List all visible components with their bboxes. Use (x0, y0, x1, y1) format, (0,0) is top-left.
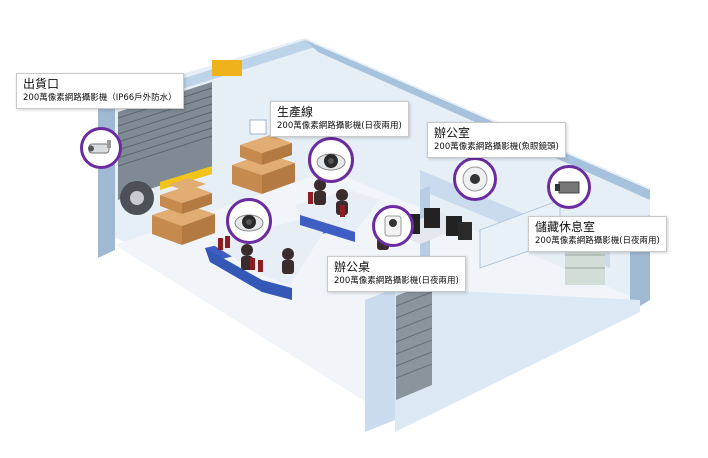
fisheye-camera-office (453, 157, 497, 201)
callout-storage-rest-room: 儲藏休息室 200萬像素網路攝影機(日夜兩用) (528, 216, 667, 252)
left-wall (98, 102, 115, 258)
callout-subtitle: 200萬像素網路攝影機(魚眼鏡頭) (434, 142, 559, 152)
dome-camera-icon (316, 153, 346, 171)
callout-loading-dock: 出貨口 200萬像素網路攝影機（IP66戶外防水） (16, 73, 184, 109)
bullet-camera-icon (88, 140, 111, 154)
roof-vent (212, 60, 242, 76)
callout-office: 辦公室 200萬像素網路攝影機(魚眼鏡頭) (427, 122, 566, 158)
product-bottles (218, 192, 345, 272)
front-wall (365, 288, 395, 432)
callout-title: 出貨口 (23, 77, 60, 91)
callout-subtitle: 200萬像素網路攝影機（IP66戶外防水） (23, 93, 177, 103)
production-counter-left (205, 214, 330, 300)
front-roller-door (396, 282, 432, 400)
dome-camera-icon (234, 214, 264, 232)
callout-production-line: 生產線 200萬像素網路攝影機(日夜兩用) (270, 101, 409, 137)
dome-camera-desk-area (226, 198, 272, 244)
box-camera-storage (547, 165, 591, 209)
cube-camera-desk (372, 205, 414, 247)
dome-camera-production-line (308, 137, 354, 183)
cube-camera-icon (384, 215, 402, 237)
fisheye-camera-icon (462, 166, 488, 192)
front-wall-right (395, 288, 640, 432)
callout-title: 儲藏休息室 (535, 220, 596, 234)
callout-title: 辦公室 (434, 126, 471, 140)
cardboard-boxes-center (232, 135, 295, 194)
callout-title: 辦公桌 (334, 260, 371, 274)
wall-panel (249, 119, 267, 135)
box-camera-icon (555, 181, 580, 194)
callout-subtitle: 200萬像素網路攝影機(日夜兩用) (277, 121, 402, 131)
right-wall-band (305, 40, 650, 200)
cardboard-boxes-left (152, 178, 215, 245)
callout-title: 生產線 (277, 105, 314, 119)
bullet-camera-loading-dock (80, 127, 122, 169)
callout-subtitle: 200萬像素網路攝影機(日夜兩用) (535, 236, 660, 246)
callout-subtitle: 200萬像素網路攝影機(日夜兩用) (334, 276, 459, 286)
callout-desk: 辦公桌 200萬像素網路攝影機(日夜兩用) (327, 256, 466, 292)
